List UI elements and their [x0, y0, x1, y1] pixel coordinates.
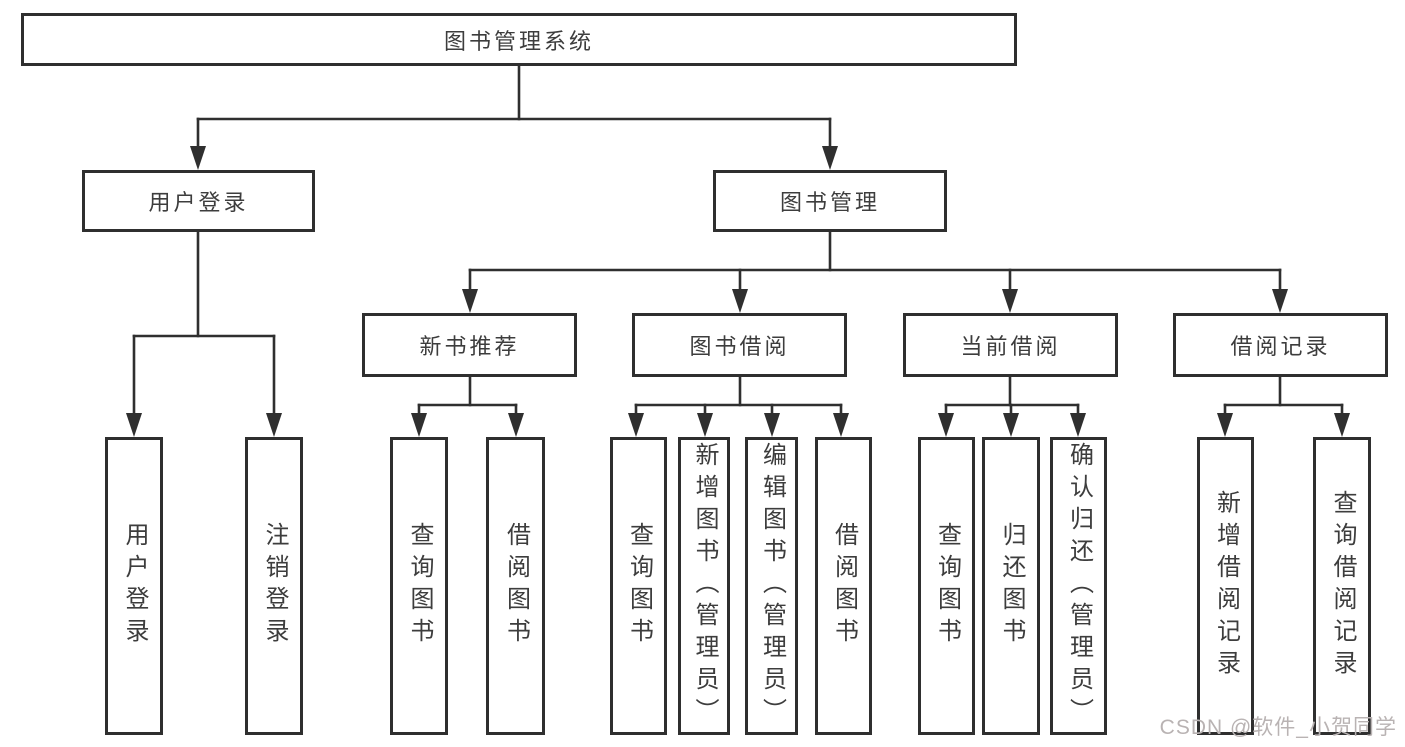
- node-leaf-borrow-books-2: 借阅图书: [815, 437, 872, 735]
- node-leaf-edit-books-admin: 编辑图书（管理员）: [745, 437, 798, 735]
- node-label: 查询图书: [933, 522, 961, 650]
- node-book-borrowing: 图书借阅: [632, 313, 847, 377]
- node-leaf-query-books-1: 查询图书: [390, 437, 448, 735]
- node-leaf-query-books-3: 查询图书: [918, 437, 975, 735]
- node-label: 图书管理: [779, 190, 880, 215]
- node-label: 新增图书（管理员）: [691, 442, 718, 730]
- node-new-book-recommendation: 新书推荐: [362, 313, 577, 377]
- node-label: 用户登录: [148, 190, 249, 215]
- node-leaf-user-login: 用户登录: [105, 437, 163, 735]
- node-user-login: 用户登录: [82, 170, 315, 232]
- node-label: 归还图书: [998, 522, 1025, 650]
- node-leaf-add-borrow-record: 新增借阅记录: [1197, 437, 1254, 735]
- watermark: CSDN @软件_小贺同学: [1159, 716, 1397, 739]
- node-label: 新书推荐: [419, 334, 520, 359]
- node-library-management-system: 图书管理系统: [21, 13, 1017, 66]
- node-label: 注销登录: [261, 522, 288, 650]
- node-book-management: 图书管理: [713, 170, 947, 232]
- node-label: 图书借阅: [689, 334, 790, 359]
- node-label: 借阅记录: [1230, 334, 1331, 359]
- node-leaf-borrow-books-1: 借阅图书: [486, 437, 545, 735]
- node-label: 查询图书: [406, 522, 433, 650]
- node-label: 用户登录: [121, 522, 148, 650]
- node-label: 编辑图书（管理员）: [758, 442, 786, 730]
- node-label: 查询借阅记录: [1329, 490, 1356, 682]
- node-leaf-add-books-admin: 新增图书（管理员）: [678, 437, 730, 735]
- node-label: 借阅图书: [830, 522, 858, 650]
- node-leaf-confirm-return-admin: 确认归还（管理员）: [1050, 437, 1107, 735]
- node-label: 确认归还（管理员）: [1065, 442, 1093, 730]
- node-label: 当前借阅: [960, 334, 1061, 359]
- node-borrowing-records: 借阅记录: [1173, 313, 1388, 377]
- node-leaf-query-books-2: 查询图书: [610, 437, 667, 735]
- node-current-borrowing: 当前借阅: [903, 313, 1118, 377]
- node-label: 查询图书: [625, 522, 653, 650]
- node-leaf-query-borrow-record: 查询借阅记录: [1313, 437, 1371, 735]
- node-leaf-return-books: 归还图书: [982, 437, 1040, 735]
- node-label: 图书管理系统: [443, 28, 594, 54]
- node-label: 借阅图书: [502, 522, 530, 650]
- node-leaf-logout: 注销登录: [245, 437, 303, 735]
- node-label: 新增借阅记录: [1212, 490, 1240, 682]
